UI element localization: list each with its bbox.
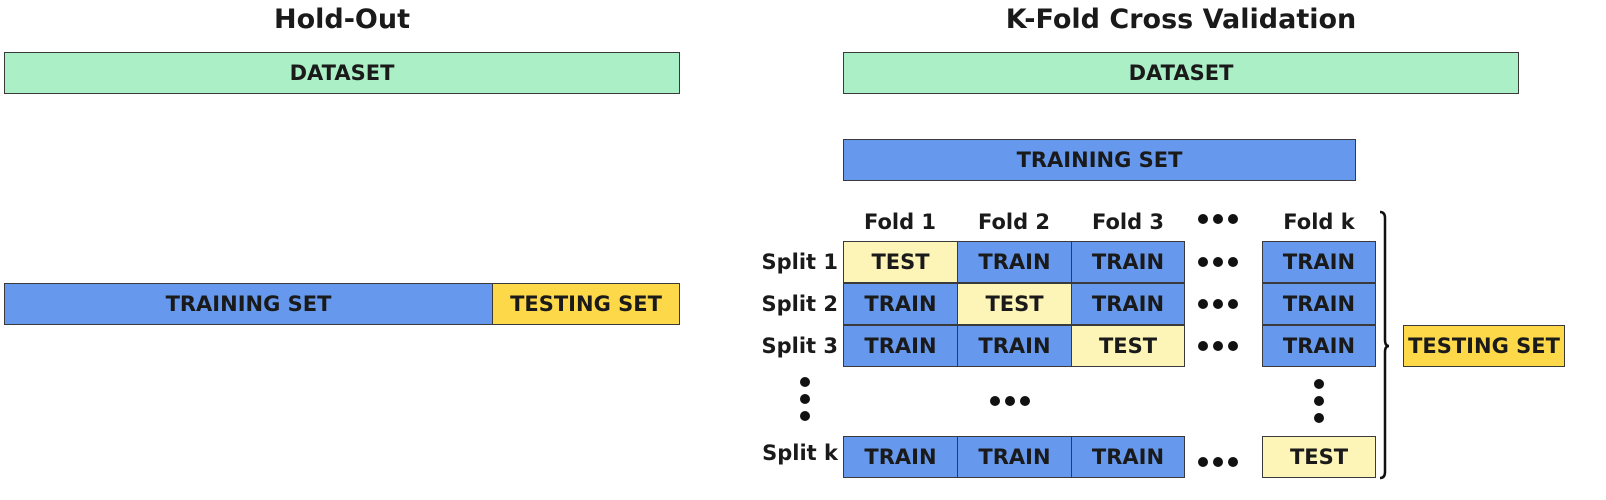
holdout-title: Hold-Out bbox=[273, 4, 410, 35]
split-3-fold-3-cell: TEST bbox=[1071, 325, 1185, 367]
split-3-fold-2-cell: TRAIN bbox=[957, 325, 1072, 367]
holdout-testing-set-bar: TESTING SET bbox=[492, 283, 680, 325]
split-label-3: Split 3 bbox=[761, 334, 838, 358]
split-2-ellipsis bbox=[1198, 297, 1238, 311]
fold-header-3: Fold 3 bbox=[1091, 210, 1165, 234]
split-k-ellipsis bbox=[1198, 455, 1238, 469]
splits-bracket bbox=[1379, 210, 1390, 480]
split-label-1: Split 1 bbox=[761, 250, 838, 274]
holdout-training-set-bar: TRAINING SET bbox=[4, 283, 493, 325]
split-k-fold-k-cell: TEST bbox=[1262, 436, 1376, 478]
split-2-fold-3-cell: TRAIN bbox=[1071, 283, 1185, 325]
kfold-title: K-Fold Cross Validation bbox=[1005, 4, 1357, 35]
split-label-vertical-ellipsis bbox=[798, 375, 812, 423]
split-2-fold-1-cell: TRAIN bbox=[843, 283, 958, 325]
split-2-fold-2-cell: TEST bbox=[957, 283, 1072, 325]
fold-header-ellipsis bbox=[1198, 212, 1238, 226]
fold-header-2: Fold 2 bbox=[977, 210, 1051, 234]
split-1-fold-2-cell: TRAIN bbox=[957, 241, 1072, 283]
split-k-fold-3-cell: TRAIN bbox=[1071, 436, 1185, 478]
split-3-fold-1-cell: TRAIN bbox=[843, 325, 958, 367]
split-3-ellipsis bbox=[1198, 339, 1238, 353]
split-3-fold-k-cell: TRAIN bbox=[1262, 325, 1376, 367]
fold-header-1: Fold 1 bbox=[863, 210, 937, 234]
middle-row-ellipsis bbox=[990, 394, 1030, 408]
kfold-testing-set-bar: TESTING SET bbox=[1403, 325, 1565, 367]
fold-header-k: Fold k bbox=[1283, 210, 1355, 234]
split-1-fold-k-cell: TRAIN bbox=[1262, 241, 1376, 283]
split-2-fold-k-cell: TRAIN bbox=[1262, 283, 1376, 325]
split-label-2: Split 2 bbox=[761, 292, 838, 316]
split-1-fold-1-cell: TEST bbox=[843, 241, 958, 283]
kfold-training-set-bar: TRAINING SET bbox=[843, 139, 1356, 181]
split-k-fold-1-cell: TRAIN bbox=[843, 436, 958, 478]
split-1-ellipsis bbox=[1198, 255, 1238, 269]
split-label-k: Split k bbox=[762, 441, 838, 465]
split-1-fold-3-cell: TRAIN bbox=[1071, 241, 1185, 283]
fold-k-vertical-ellipsis bbox=[1312, 377, 1326, 425]
split-k-fold-2-cell: TRAIN bbox=[957, 436, 1072, 478]
holdout-dataset-bar: DATASET bbox=[4, 52, 680, 94]
kfold-dataset-bar: DATASET bbox=[843, 52, 1519, 94]
